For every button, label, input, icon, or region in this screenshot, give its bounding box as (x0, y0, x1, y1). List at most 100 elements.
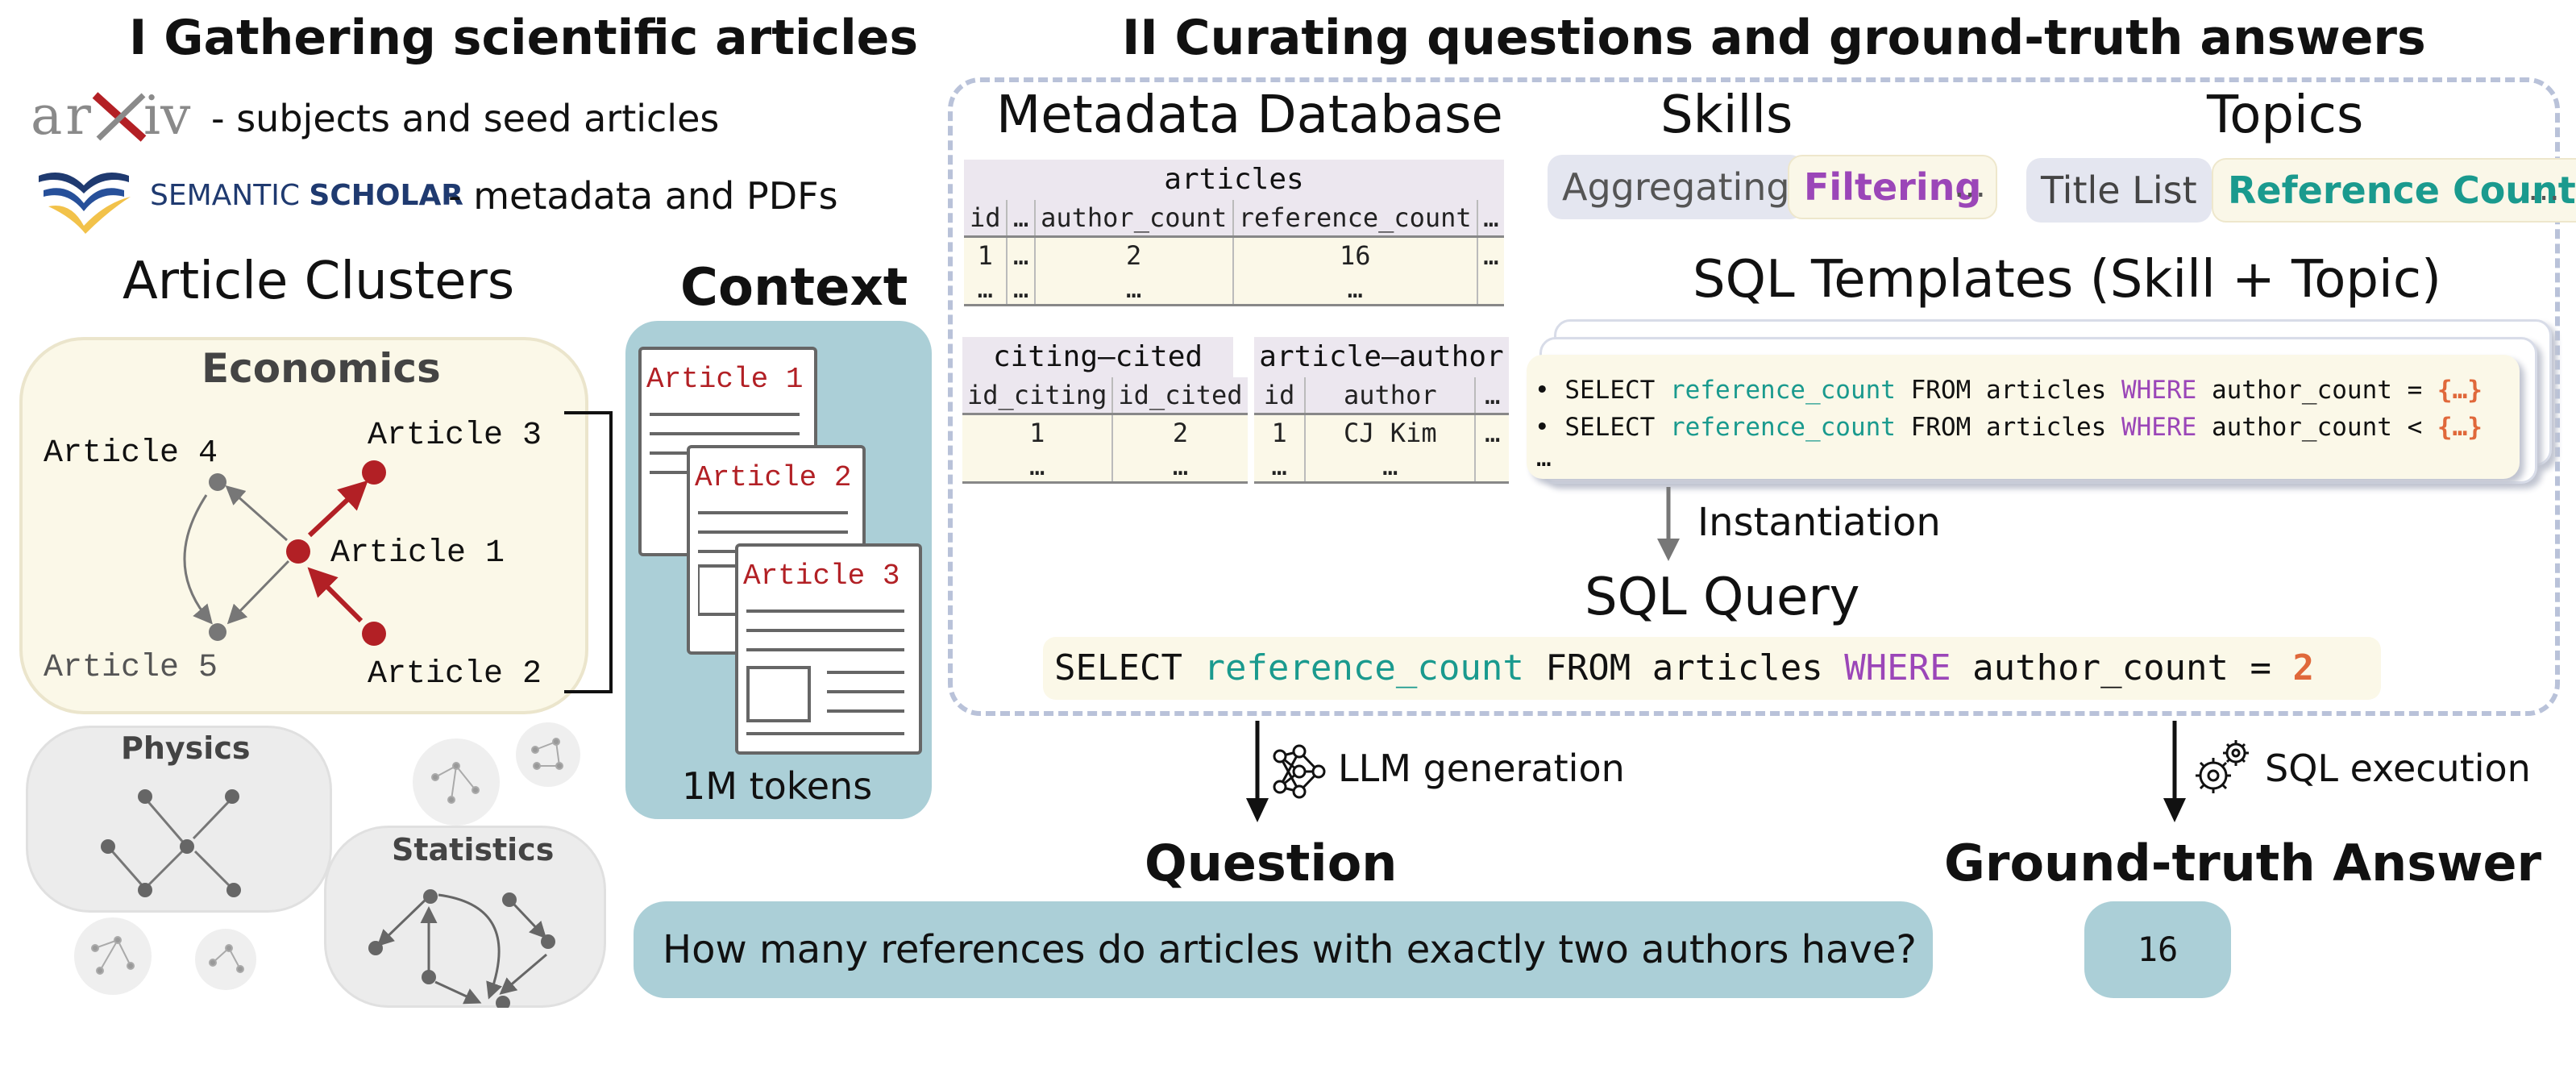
citing-table-title: citing–cited (962, 337, 1233, 377)
cell (1475, 451, 1509, 483)
article-5-label: Article 5 (44, 650, 218, 686)
question-heading: Question (1145, 834, 1398, 892)
curation-frame (948, 77, 2560, 716)
article-4-label: Article 4 (44, 435, 218, 472)
cell: … (1305, 451, 1477, 483)
cell: … (1034, 273, 1234, 306)
context-tokens: 1M tokens (682, 764, 873, 808)
cell: … (964, 273, 1008, 306)
article-2-label: Article 2 (368, 656, 542, 693)
logo-semantic: SEMANTIC (150, 179, 300, 212)
economics-cluster (19, 337, 588, 714)
question-box: How many references do articles with exa… (634, 901, 1933, 998)
llm-arrow (1246, 721, 1269, 822)
articles-table: id … author_count reference_count … 1 … … (964, 200, 1504, 306)
sql-select: SELECT (1564, 413, 1656, 442)
svg-text:iv: iv (143, 87, 191, 147)
sql-placeholder: {…} (2437, 413, 2483, 442)
physics-cluster (26, 726, 332, 913)
cell: 1 (962, 414, 1114, 451)
statistics-cluster (324, 826, 606, 1008)
col-id: id (1254, 377, 1307, 414)
topics-more: … (2528, 171, 2560, 208)
cell: … (1254, 451, 1307, 483)
template-card: • SELECT reference_count FROM articles W… (1527, 355, 2520, 479)
sql-select: SELECT (1564, 376, 1656, 405)
doc-lines-3 (746, 609, 904, 735)
template-more: … (1536, 443, 1552, 472)
section1-title: I Gathering scientific articles (129, 10, 919, 66)
col-reference-count: reference_count (1232, 200, 1478, 237)
topic-title-list: Title List (2026, 158, 2212, 223)
topics-heading: Topics (2207, 85, 2364, 145)
sql-condition: author_count < (2211, 413, 2423, 442)
llm-label: LLM generation (1338, 747, 1625, 790)
sql-where: WHERE (2121, 376, 2197, 405)
cell: … (1172, 451, 1189, 481)
clusters-heading: Article Clusters (123, 252, 515, 311)
sql-from: FROM articles (1910, 376, 2107, 405)
col-ellipsis-2: … (1483, 202, 1499, 233)
topic-reference-count: Reference Count (2212, 158, 2576, 223)
cell: … (1483, 240, 1499, 271)
doc-title-2: Article 2 (695, 461, 852, 494)
doc-article-3: Article 3 (735, 543, 922, 755)
article-3-label: Article 3 (368, 418, 542, 454)
cell: 2 (1034, 236, 1234, 273)
cell: … (1007, 236, 1036, 273)
template-line-2: • SELECT reference_count FROM articles W… (1535, 413, 2483, 442)
cell: … (1007, 273, 1036, 306)
sql-value: 2 (2292, 647, 2315, 689)
sql-placeholder: {…} (2437, 376, 2483, 405)
doc-title-1: Article 1 (646, 363, 804, 396)
cell: 1 (964, 236, 1008, 273)
article-1-label: Article 1 (330, 535, 505, 572)
skill-aggregating: Aggregating (1548, 155, 1805, 219)
skill-filtering: Filtering (1788, 155, 1998, 219)
col-ellipsis: … (1485, 380, 1501, 410)
sql-where: WHERE (2121, 413, 2197, 442)
sql-where: WHERE (1844, 647, 1951, 689)
metadata-heading: Metadata Database (996, 85, 1503, 145)
arxiv-desc: - subjects and seed articles (211, 97, 720, 140)
statistics-title: Statistics (392, 832, 555, 867)
neural-network-icon (1273, 744, 1326, 799)
sql-column: reference_count (1670, 413, 1896, 442)
arxiv-logo: ar iv (31, 85, 200, 152)
semantic-scholar-icon (32, 158, 137, 235)
template-line-1: • SELECT reference_count FROM articles W… (1535, 376, 2483, 405)
answer-heading: Ground-truth Answer (1944, 834, 2542, 892)
templates-heading: SQL Templates (Skill + Topic) (1693, 250, 2441, 310)
sql-column: reference_count (1670, 376, 1896, 405)
citing-cited-table: id_citing id_cited 1 2 … … (962, 377, 1248, 484)
semantic-scholar-logo: SEMANTIC SCHOLAR (150, 179, 463, 212)
statistics-graph (368, 889, 555, 1008)
context-heading: Context (680, 258, 908, 318)
answer-box: 16 (2084, 901, 2231, 998)
col-ellipsis: … (1007, 200, 1036, 237)
col-author: author (1305, 377, 1477, 414)
logo-scholar: SCHOLAR (309, 179, 464, 212)
section2-title: II Curating questions and ground-truth a… (1122, 10, 2426, 66)
instantiation-arrow (1657, 487, 1680, 561)
instantiation-label: Instantiation (1697, 500, 1941, 545)
cell: 16 (1232, 236, 1478, 273)
cell: … (962, 451, 1114, 483)
sql-condition: author_count = (2211, 376, 2423, 405)
sql-select: SELECT (1054, 647, 1182, 689)
semantic-scholar-desc: - metadata and PDFs (448, 174, 838, 218)
cell: CJ Kim (1305, 414, 1477, 451)
articles-table-title: articles (964, 160, 1504, 200)
cell (1477, 273, 1504, 306)
cell: … (1232, 273, 1478, 306)
physics-title: Physics (121, 730, 251, 766)
sql-exec-label: SQL execution (2265, 747, 2531, 790)
col-id-cited: id_cited (1118, 380, 1243, 410)
col-id: id (964, 200, 1008, 237)
cell: 1 (1254, 414, 1307, 451)
bullet: • (1535, 376, 1550, 405)
economics-title: Economics (202, 345, 441, 392)
doc-title-3: Article 3 (743, 560, 900, 593)
sql-exec-arrow (2163, 721, 2186, 822)
